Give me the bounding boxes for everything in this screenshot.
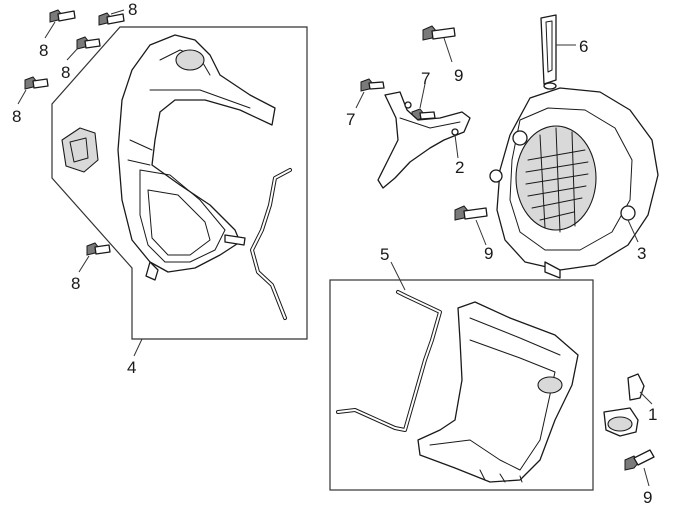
part-5-duct [417, 301, 579, 483]
callout-4: 4 [127, 358, 136, 377]
bolt-8-lower [86, 242, 111, 256]
callout-2: 2 [455, 158, 464, 177]
callout-6: 6 [579, 37, 588, 56]
callout-8-d: 8 [12, 107, 21, 126]
bolt-9-bottom [624, 449, 655, 471]
callout-8-b: 8 [39, 41, 48, 60]
bolt-9-mid [454, 205, 488, 221]
part-5-wire-frame [336, 290, 442, 432]
clip-piece [61, 127, 99, 173]
group-outline-part-4 [51, 26, 308, 340]
bolt-7-left [360, 78, 385, 92]
bolt-8-mid [76, 36, 101, 50]
callout-7-a: 7 [346, 110, 355, 129]
bolt-8-top-left [49, 9, 76, 23]
part-3-fan-shroud [489, 87, 659, 279]
bolt-8-top-mid [98, 12, 125, 26]
callout-9-b: 9 [484, 244, 493, 263]
bolt-8-left [24, 76, 49, 90]
part-1-clamp [603, 373, 645, 437]
part-2-bracket [377, 91, 471, 189]
callout-1: 1 [648, 405, 657, 424]
gasket-strip [250, 168, 292, 320]
callout-7-b: 7 [421, 69, 430, 88]
callout-9-a: 9 [454, 66, 463, 85]
bolt-9-top [422, 25, 456, 41]
callout-3: 3 [637, 244, 646, 263]
callout-5: 5 [380, 245, 389, 264]
part-4-cover [117, 34, 276, 281]
part-6-rod [540, 14, 557, 90]
callout-9-c: 9 [643, 488, 652, 507]
group-outline-part-5 [329, 279, 594, 491]
callout-8-a: 8 [128, 0, 137, 19]
callout-8-e: 8 [71, 274, 80, 293]
callout-8-c: 8 [61, 63, 70, 82]
